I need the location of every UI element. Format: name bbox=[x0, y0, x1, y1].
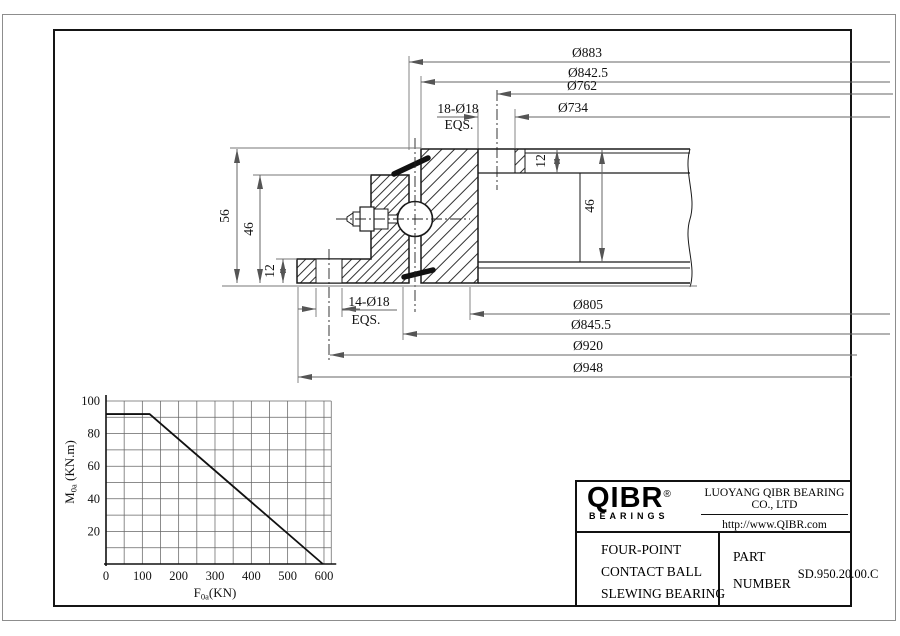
part-number-cell: PART NUMBER SD.950.20.00.C bbox=[720, 533, 878, 607]
dim-bottom-holes-count: 14-Ø18 bbox=[348, 294, 389, 309]
part-label-line-2: NUMBER bbox=[733, 576, 791, 591]
title-block: QIBR® BEARINGS LUOYANG QIBR BEARING CO.,… bbox=[575, 480, 878, 607]
dim-left-12: 12 bbox=[262, 264, 277, 278]
part-label-line-1: PART bbox=[733, 549, 766, 564]
title-block-body: FOUR-POINT CONTACT BALL SLEWING BEARING … bbox=[577, 533, 878, 607]
dim-top-holes-eqs: EQS. bbox=[445, 117, 474, 132]
top-bolt-hole-edge bbox=[514, 148, 526, 174]
dim-d883: Ø883 bbox=[572, 45, 602, 60]
inner-ring-section bbox=[296, 174, 410, 284]
chart-x-tick: 200 bbox=[169, 569, 188, 583]
dimension-texts: Ø883 Ø842.5 Ø762 Ø734 18-Ø18 EQS. Ø805 Ø… bbox=[217, 45, 611, 375]
dim-d762: Ø762 bbox=[567, 78, 597, 93]
chart-y-tick: 80 bbox=[88, 427, 101, 441]
registered-mark-icon: ® bbox=[663, 489, 671, 500]
dim-right-12: 12 bbox=[533, 154, 548, 168]
dim-d845-5: Ø845.5 bbox=[571, 317, 611, 332]
chart-x-tick: 300 bbox=[206, 569, 225, 583]
bearing-cross-section bbox=[296, 90, 693, 361]
dim-bottom-holes-eqs: EQS. bbox=[352, 312, 381, 327]
logo-text: QIBR bbox=[587, 482, 664, 514]
chart-x-tick: 600 bbox=[315, 569, 334, 583]
company-info: LUOYANG QIBR BEARING CO., LTD http://www… bbox=[699, 482, 850, 531]
chart-x-tick: 400 bbox=[242, 569, 261, 583]
sheet-inner-border bbox=[53, 29, 852, 607]
dim-top-holes-count: 18-Ø18 bbox=[437, 101, 478, 116]
dim-right-46: 46 bbox=[582, 199, 597, 213]
part-number-label: PART NUMBER bbox=[733, 543, 791, 597]
chart-x-tick: 100 bbox=[133, 569, 152, 583]
chart-y-label: M0a (KN.m) bbox=[62, 440, 79, 504]
product-line-2: CONTACT BALL bbox=[601, 564, 703, 579]
break-line bbox=[687, 148, 693, 288]
dim-d920: Ø920 bbox=[573, 338, 603, 353]
product-line-1: FOUR-POINT bbox=[601, 542, 682, 557]
chart-y-tick: 20 bbox=[88, 524, 101, 538]
dim-d734: Ø734 bbox=[558, 100, 588, 115]
chart-y-tick: 60 bbox=[88, 459, 101, 473]
chart-curve bbox=[106, 413, 324, 565]
product-line-3: SLEWING BEARING bbox=[601, 586, 726, 601]
chart-x-label: F0a(KN) bbox=[194, 585, 237, 602]
top-seal bbox=[391, 155, 431, 177]
company-name: LUOYANG QIBR BEARING CO., LTD bbox=[701, 487, 848, 515]
dim-d805: Ø805 bbox=[573, 297, 603, 312]
dimensions: Ø883 Ø842.5 Ø762 Ø734 18-Ø18 EQS. Ø805 Ø… bbox=[217, 45, 893, 383]
product-name: FOUR-POINT CONTACT BALL SLEWING BEARING bbox=[577, 533, 726, 607]
chart-y-tick: 100 bbox=[81, 394, 100, 408]
sheet-outer-border bbox=[2, 14, 896, 621]
dim-left-46: 46 bbox=[241, 222, 256, 236]
chart-x-tick: 500 bbox=[278, 569, 297, 583]
centerlines bbox=[328, 90, 498, 361]
dim-left-56: 56 bbox=[217, 209, 232, 223]
chart-y-tick: 40 bbox=[88, 492, 101, 506]
dim-d842-5: Ø842.5 bbox=[568, 65, 608, 80]
qibr-logo: QIBR® BEARINGS bbox=[577, 482, 699, 531]
extension-lines bbox=[222, 56, 697, 383]
dim-d948: Ø948 bbox=[573, 360, 603, 375]
ring-side-view-lines bbox=[478, 148, 690, 284]
company-website: http://www.QIBR.com bbox=[722, 519, 827, 531]
logo-subtext: BEARINGS bbox=[589, 511, 669, 521]
bottom-seal bbox=[401, 267, 436, 280]
part-number-value: SD.950.20.00.C bbox=[797, 566, 879, 581]
title-block-header: QIBR® BEARINGS LUOYANG QIBR BEARING CO.,… bbox=[577, 482, 850, 533]
chart-x-tick: 0 bbox=[103, 569, 109, 583]
dimension-lines bbox=[234, 59, 893, 380]
